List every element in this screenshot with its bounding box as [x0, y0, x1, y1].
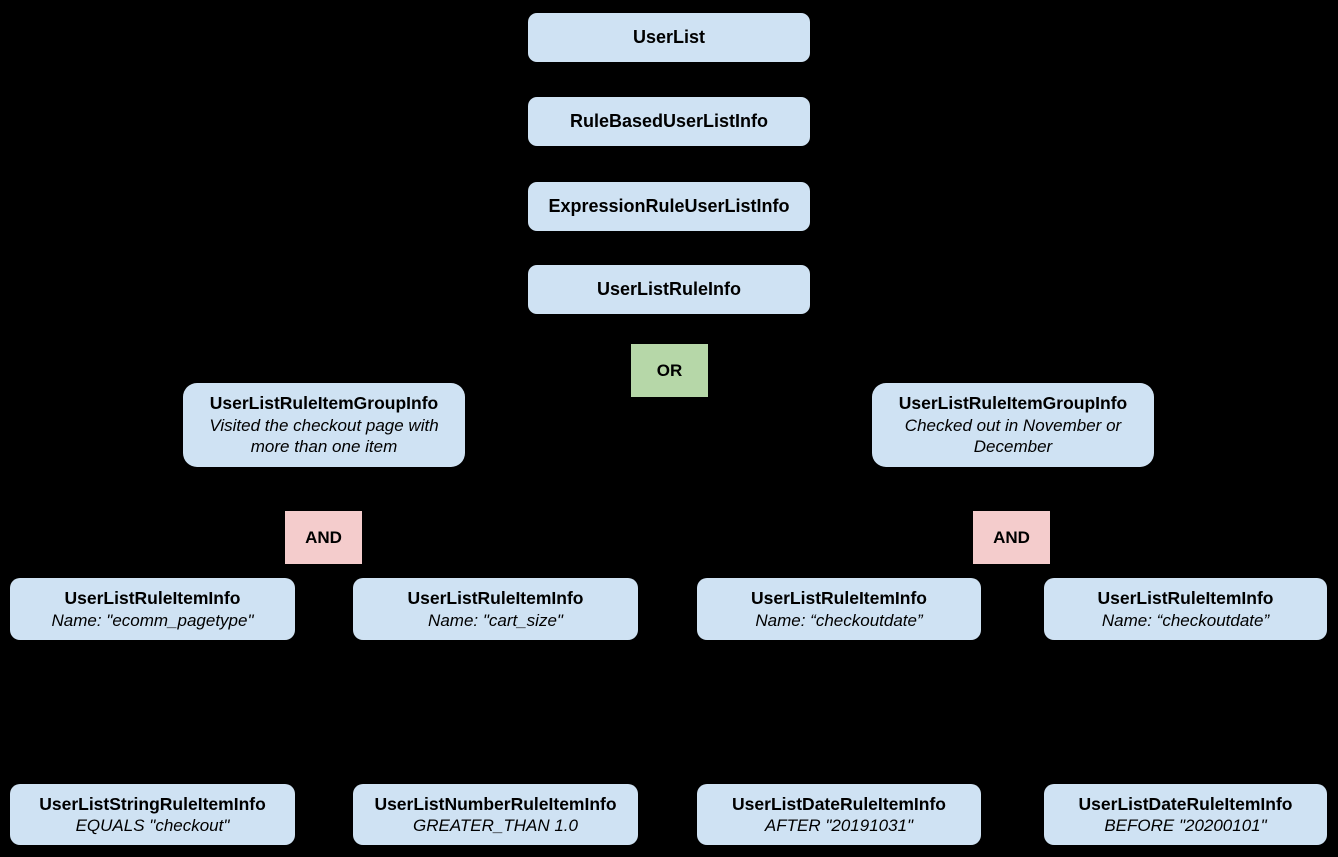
- node-description: Visited the checkout page with more than…: [209, 416, 439, 457]
- node-dateruleitem-before: UserListDateRuleItemInfo BEFORE "2020010…: [1044, 784, 1327, 845]
- node-userlist: UserList: [528, 13, 810, 62]
- and-label: AND: [305, 527, 342, 547]
- node-label: UserListRuleItemInfo: [407, 588, 584, 608]
- node-ruleitemgroup-right: UserListRuleItemGroupInfo Checked out in…: [872, 383, 1154, 467]
- node-label: ExpressionRuleUserListInfo: [548, 195, 790, 216]
- node-label: UserListRuleItemGroupInfo: [898, 393, 1128, 414]
- node-description: EQUALS "checkout": [75, 816, 230, 836]
- node-label: UserListDateRuleItemInfo: [732, 793, 946, 814]
- node-label: UserList: [632, 26, 706, 47]
- node-userlistruleinfo: UserListRuleInfo: [528, 265, 810, 314]
- node-description: Name: "cart_size": [428, 610, 563, 630]
- node-description: GREATER_THAN 1.0: [412, 816, 578, 836]
- and-operator-node-right: AND: [973, 511, 1050, 564]
- node-description: Name: "ecomm_pagetype": [51, 610, 254, 630]
- node-stringruleitem-equals-checkout: UserListStringRuleItemInfo EQUALS "check…: [10, 784, 295, 845]
- node-description: Name: “checkoutdate”: [1101, 610, 1270, 630]
- node-label: UserListRuleItemInfo: [1097, 588, 1274, 608]
- node-label: UserListRuleItemInfo: [64, 588, 241, 608]
- node-label: UserListRuleInfo: [596, 278, 742, 299]
- node-numberruleitem-greater-than: UserListNumberRuleItemInfo GREATER_THAN …: [353, 784, 638, 845]
- node-expressionruleuserlistinfo: ExpressionRuleUserListInfo: [528, 182, 810, 231]
- node-ruleitem-checkoutdate-2: UserListRuleItemInfo Name: “checkoutdate…: [1044, 578, 1327, 640]
- node-label: RuleBasedUserListInfo: [569, 110, 769, 131]
- node-rulebaseduserlistinfo: RuleBasedUserListInfo: [528, 97, 810, 146]
- node-label: UserListNumberRuleItemInfo: [374, 793, 617, 814]
- node-ruleitem-ecomm-pagetype: UserListRuleItemInfo Name: "ecomm_pagety…: [10, 578, 295, 640]
- node-dateruleitem-after: UserListDateRuleItemInfo AFTER "20191031…: [697, 784, 981, 845]
- node-ruleitemgroup-left: UserListRuleItemGroupInfo Visited the ch…: [183, 383, 465, 467]
- and-operator-node-left: AND: [285, 511, 362, 564]
- and-label: AND: [993, 527, 1030, 547]
- node-label: UserListDateRuleItemInfo: [1078, 793, 1293, 814]
- or-operator-node: OR: [631, 344, 708, 397]
- node-description: AFTER "20191031": [764, 816, 914, 836]
- node-description: BEFORE "20200101": [1104, 816, 1267, 836]
- node-label: UserListRuleItemGroupInfo: [209, 393, 439, 414]
- or-label: OR: [656, 360, 683, 380]
- node-description: Name: “checkoutdate”: [755, 610, 923, 630]
- node-label: UserListRuleItemInfo: [751, 588, 927, 608]
- node-description: Checked out in November or December: [904, 416, 1122, 457]
- node-ruleitem-checkoutdate-1: UserListRuleItemInfo Name: “checkoutdate…: [697, 578, 981, 640]
- node-ruleitem-cart-size: UserListRuleItemInfo Name: "cart_size": [353, 578, 638, 640]
- node-label: UserListStringRuleItemInfo: [39, 793, 266, 814]
